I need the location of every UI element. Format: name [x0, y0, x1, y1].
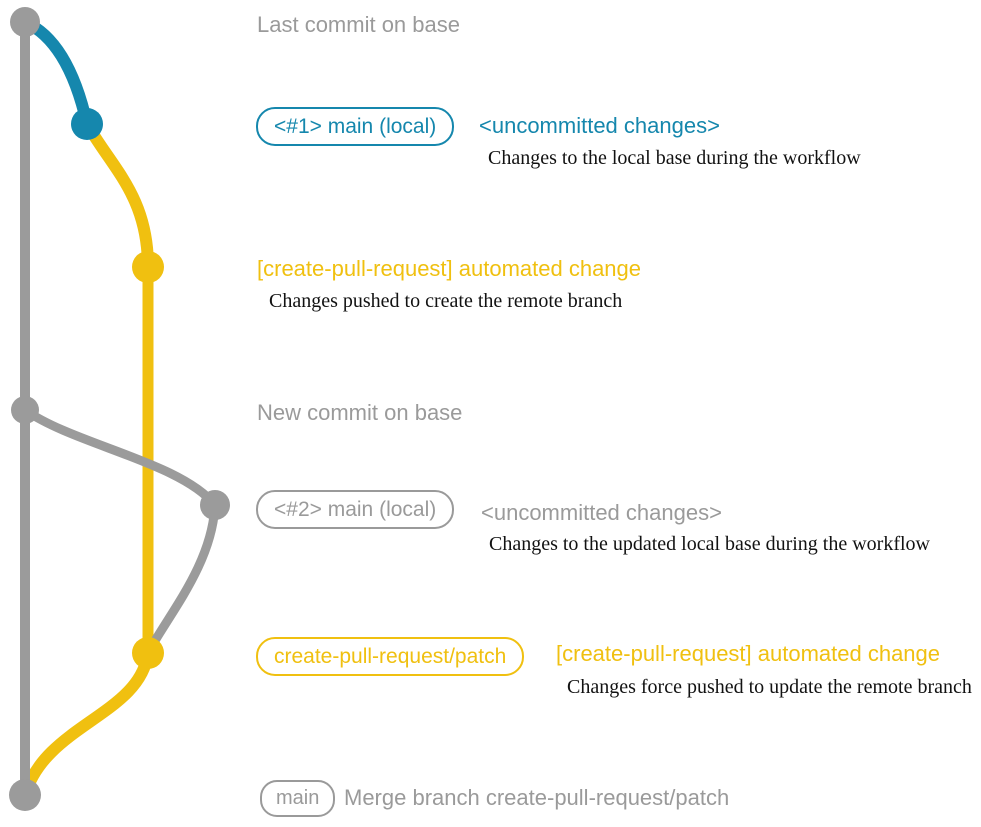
caption-force-pushed-update-remote: Changes force pushed to update the remot…	[567, 676, 972, 698]
commit-node-new-base	[11, 396, 39, 424]
edge-base-to-main-local-1	[19, 16, 93, 130]
commit-node-pr-2	[132, 637, 164, 669]
commit-node-last-base	[10, 7, 40, 37]
heading-automated-change-1: [create-pull-request] automated change	[257, 256, 642, 281]
heading-uncommitted-changes-1: <uncommitted changes>	[479, 113, 720, 138]
heading-uncommitted-changes-2: <uncommitted changes>	[481, 500, 722, 525]
commit-node-merge	[9, 779, 41, 811]
label-last-commit-on-base: Last commit on base	[257, 12, 460, 37]
caption-pushed-create-remote: Changes pushed to create the remote bran…	[269, 290, 623, 312]
badge-main: main	[260, 780, 336, 817]
label-new-commit-on-base: New commit on base	[257, 400, 463, 425]
commit-node-main-local-2	[200, 490, 230, 520]
caption-updated-local-base-changes: Changes to the updated local base during…	[489, 533, 930, 555]
caption-local-base-changes: Changes to the local base during the wor…	[488, 147, 861, 169]
label-merge-branch: Merge branch create-pull-request/patch	[344, 785, 730, 810]
git-graph	[9, 7, 230, 811]
edge-main-local-to-pr-branch	[81, 118, 154, 273]
commit-node-main-local-1	[71, 108, 103, 140]
badge-main-local-2: <#2> main (local)	[256, 490, 455, 529]
edge-base-merge-into-pr	[143, 500, 220, 658]
badge-create-pull-request-patch: create-pull-request/patch	[256, 637, 525, 676]
badge-main-local-1: <#1> main (local)	[256, 107, 455, 146]
commit-node-pr-1	[132, 251, 164, 283]
heading-automated-change-2: [create-pull-request] automated change	[556, 641, 941, 666]
edge-base-to-main-local-2	[20, 405, 220, 510]
edge-pr-merge-into-base	[19, 647, 154, 801]
